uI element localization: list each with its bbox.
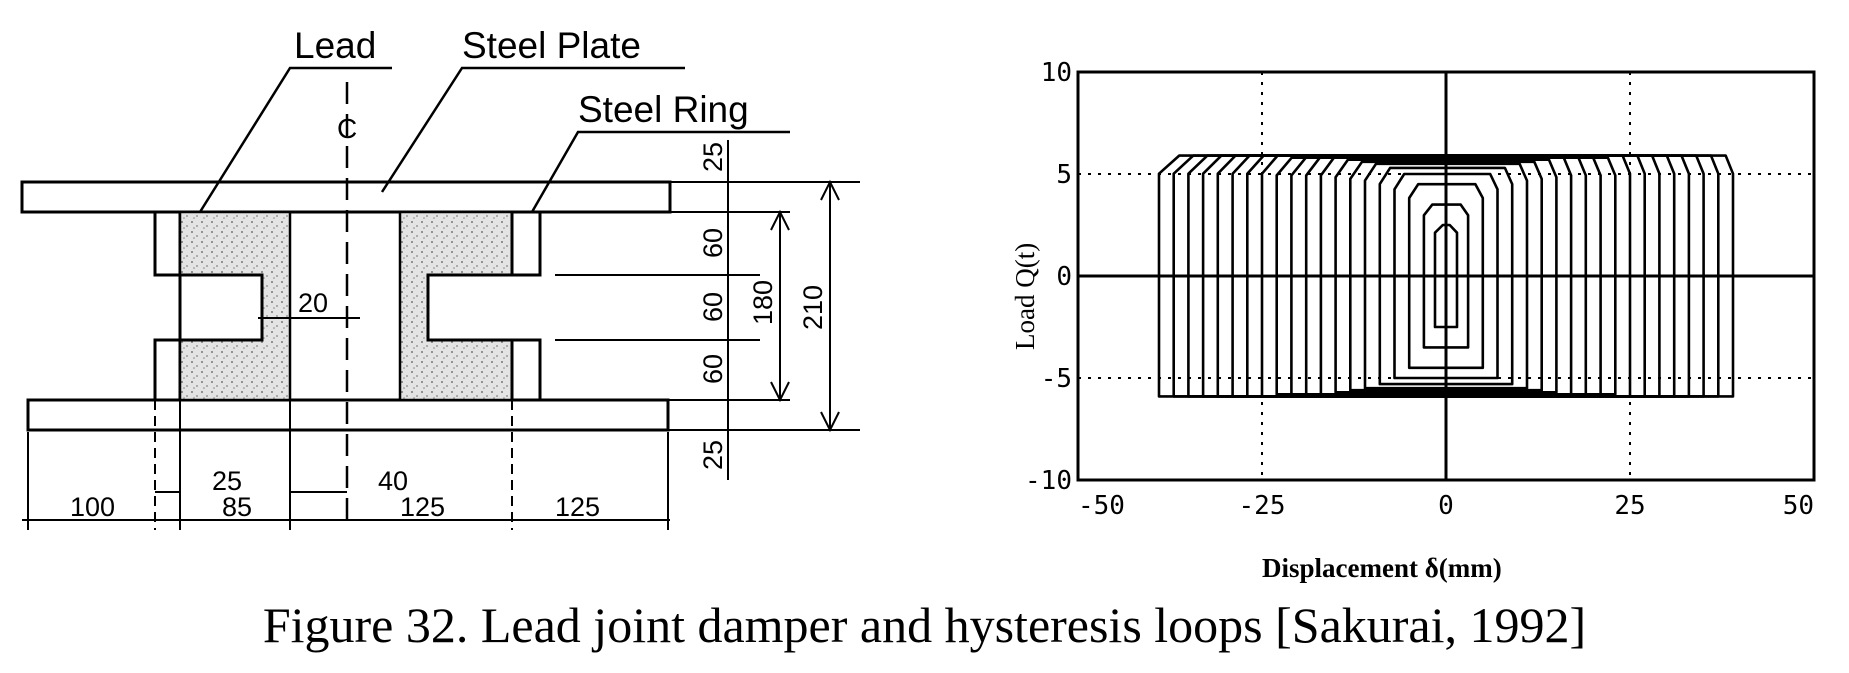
dim-total-height: 210 [798,285,828,330]
lead-label: Lead [294,25,376,66]
hysteresis-loop [1422,203,1470,349]
hysteresis-loop [1363,162,1529,390]
y-tick-label: 10 [1041,58,1072,88]
x-tick-label: 0 [1438,491,1454,521]
dim-lower: 60 [698,354,728,384]
y-tick-label: 5 [1056,160,1072,190]
x-tick-label: 25 [1614,491,1645,521]
hysteresis-loop [1407,182,1485,370]
y-tick-label: 0 [1056,262,1072,292]
dim-seg4: 125 [555,492,600,522]
y-tick-label: -10 [1025,466,1072,496]
figure: Lead Steel Plate Steel Ring C 20 25 40 1… [20,25,1816,583]
y-axis-label: Load Q(t) [1010,243,1040,350]
dim-seg3: 125 [400,492,445,522]
dim-upper: 60 [698,228,728,258]
hysteresis-loop [1349,160,1543,392]
damper-drawing [20,66,860,530]
right-steel-ring [510,210,542,402]
figure-caption: Figure 32. Lead joint damper and hystere… [262,597,1587,653]
hysteresis-loop [1275,156,1617,396]
centerline-label: C [337,113,357,144]
dim-seg2: 85 [222,492,252,522]
dim-bottom-plate: 25 [698,440,728,470]
dim-ring: 25 [212,466,242,496]
x-tick-label: -50 [1078,491,1125,521]
dim-top-plate: 25 [698,142,728,172]
hysteresis-loop [1378,166,1514,386]
hysteresis-loop [1157,154,1735,398]
dim-inner-height: 180 [748,280,778,325]
x-tick-label: -25 [1239,491,1286,521]
dim-gap: 40 [378,466,408,496]
hysteresis-loop [1393,172,1499,380]
hysteresis-loop [1334,158,1558,394]
steel-plate-label: Steel Plate [462,25,641,66]
x-axis-label: Displacement δ(mm) [1262,553,1502,583]
grid [1078,72,1814,480]
steel-ring-label: Steel Ring [578,89,749,130]
dim-seg1: 100 [70,492,115,522]
y-tick-label: -5 [1041,364,1072,394]
x-tick-label: 50 [1783,491,1814,521]
dim-neck: 20 [298,288,328,318]
hysteresis-loop [1433,223,1459,329]
right-lead-core [398,210,514,402]
hysteresis-loops [1157,154,1735,398]
dim-middle: 60 [698,292,728,322]
